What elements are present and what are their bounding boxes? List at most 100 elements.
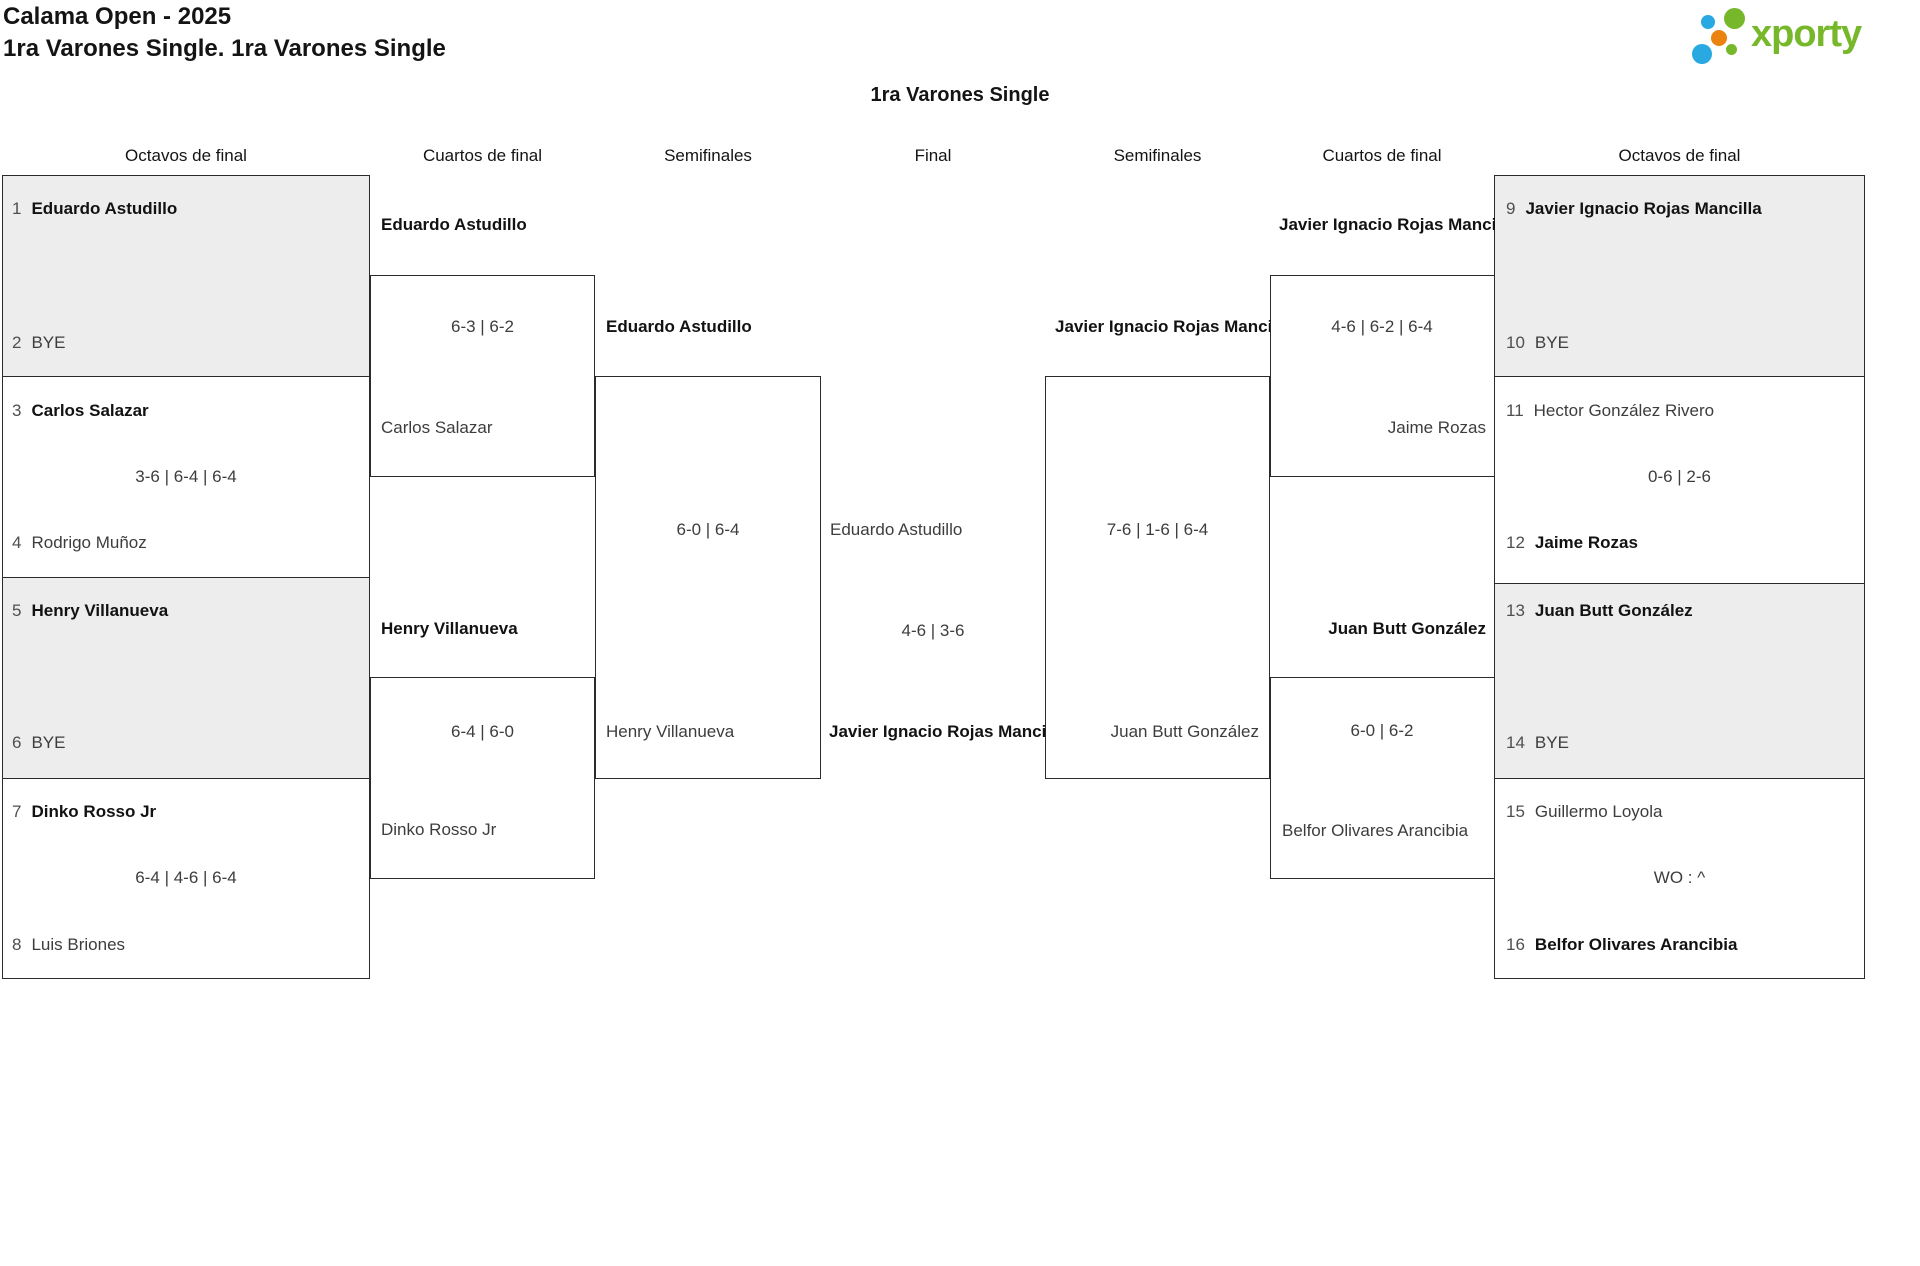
player-row: 9 Javier Ignacio Rojas Mancilla [1506, 197, 1762, 221]
player-name: Javier Ignacio Rojas Mancilla [829, 722, 1045, 741]
player-name: Javier Ignacio Rojas Mancilla [1525, 199, 1762, 218]
player-row: 14 BYE [1506, 731, 1569, 755]
match-score: 6-4 | 6-0 [450, 722, 514, 741]
logo-dot-blue-small-icon [1701, 15, 1715, 29]
player-row: 6 BYE [12, 731, 66, 755]
seed-number: 11 [1506, 401, 1524, 420]
match-box-semifinal-left [595, 376, 821, 779]
seed-number: 16 [1506, 935, 1525, 954]
xporty-logo[interactable]: xporty [1688, 4, 1916, 74]
player-name: Jaime Rozas [1387, 418, 1486, 437]
round-label-cuartos-right: Cuartos de final [1322, 146, 1442, 165]
seed-number: 13 [1506, 601, 1525, 620]
tournament-title: Calama Open - 2025 [3, 3, 232, 30]
match-box-semifinal-right [1045, 376, 1270, 779]
match-box-octavos-right-1 [1494, 175, 1865, 377]
player-name: Javier Ignacio Rojas Mancilla [1055, 317, 1270, 336]
player-row: 8 Luis Briones [12, 933, 125, 957]
match-score: 0-6 | 2-6 [1647, 467, 1711, 486]
player-name: Carlos Salazar [31, 401, 149, 420]
player-row: 10 BYE [1506, 331, 1569, 355]
round-label-semis-right: Semifinales [1113, 146, 1202, 165]
match-score: 3-6 | 6-4 | 6-4 [135, 467, 237, 486]
player-name: Dinko Rosso Jr [381, 820, 497, 839]
logo-wordmark: xporty [1751, 13, 1862, 55]
player-name: Javier Ignacio Rojas Mancilla [1279, 215, 1495, 234]
player-row: 2 BYE [12, 331, 66, 355]
seed-number: 10 [1506, 333, 1525, 352]
match-score: 4-6 | 6-2 | 6-4 [1331, 317, 1433, 336]
match-box-octavos-left-2 [2, 376, 370, 578]
round-label-semis-left: Semifinales [664, 146, 752, 165]
player-name: BYE [31, 733, 66, 752]
player-row: 11 Hector González Rivero [1506, 399, 1714, 423]
seed-number: 9 [1506, 199, 1516, 218]
category-subtitle: 1ra Varones Single. 1ra Varones Single [3, 35, 446, 62]
logo-dot-orange-icon [1711, 30, 1727, 46]
seed-number: 5 [12, 601, 22, 620]
match-box-octavos-right-2 [1494, 376, 1865, 584]
player-name: Belfor Olivares Arancibia [1282, 821, 1469, 840]
player-name: Eduardo Astudillo [606, 317, 752, 336]
player-name: Eduardo Astudillo [31, 199, 178, 218]
player-name: BYE [1534, 333, 1569, 352]
player-name: Henry Villanueva [31, 601, 169, 620]
player-name: Eduardo Astudillo [381, 215, 527, 234]
player-name: Eduardo Astudillo [830, 520, 963, 539]
match-score: 4-6 | 3-6 [901, 621, 965, 640]
match-score: 6-0 | 6-4 [676, 520, 740, 539]
match-box-octavos-right-3 [1494, 583, 1865, 779]
page-header: Calama Open - 2025 1ra Varones Single. 1… [3, 1, 446, 65]
player-row: 3 Carlos Salazar [12, 399, 149, 423]
player-name: Dinko Rosso Jr [31, 802, 157, 821]
player-row: 7 Dinko Rosso Jr [12, 800, 156, 824]
player-name: Jaime Rozas [1534, 533, 1638, 552]
player-name: Carlos Salazar [381, 418, 493, 437]
match-box-cuartos-left-1 [370, 275, 595, 477]
logo-dot-green-large-icon [1724, 8, 1745, 29]
player-name: Juan Butt González [1534, 601, 1693, 620]
player-name: BYE [1534, 733, 1569, 752]
seed-number: 12 [1506, 533, 1525, 552]
match-box-cuartos-right-1 [1270, 275, 1495, 477]
player-row: 4 Rodrigo Muñoz [12, 531, 147, 555]
match-box-octavos-left-4 [2, 778, 370, 979]
match-box-octavos-right-4 [1494, 778, 1865, 979]
player-row: 5 Henry Villanueva [12, 599, 168, 623]
player-name: Juan Butt González [1328, 619, 1486, 638]
match-box-cuartos-left-2 [370, 677, 595, 879]
match-box-cuartos-right-2 [1270, 677, 1495, 879]
logo-dot-green-small-icon [1726, 44, 1737, 55]
seed-number: 1 [12, 199, 22, 218]
match-score: 6-0 | 6-2 [1350, 721, 1414, 740]
player-name: Rodrigo Muñoz [31, 533, 147, 552]
seed-number: 15 [1506, 802, 1525, 821]
player-name: Henry Villanueva [381, 619, 518, 638]
match-score: 6-4 | 4-6 | 6-4 [135, 868, 237, 887]
round-label-cuartos-left: Cuartos de final [422, 146, 543, 165]
player-name: Juan Butt González [1110, 722, 1259, 741]
match-box-octavos-left-1 [2, 175, 370, 377]
seed-number: 4 [12, 533, 22, 552]
player-row: 1 Eduardo Astudillo [12, 197, 177, 221]
player-name: Hector González Rivero [1533, 401, 1715, 420]
player-name: BYE [31, 333, 66, 352]
seed-number: 6 [12, 733, 22, 752]
player-row: 15 Guillermo Loyola [1506, 800, 1662, 824]
seed-number: 8 [12, 935, 22, 954]
logo-dot-blue-large-icon [1692, 44, 1712, 64]
player-name: Belfor Olivares Arancibia [1534, 935, 1738, 954]
bracket-title: 1ra Varones Single [870, 84, 1050, 106]
match-score: WO : ^ [1653, 868, 1706, 887]
seed-number: 7 [12, 802, 22, 821]
seed-number: 14 [1506, 733, 1525, 752]
player-row: 12 Jaime Rozas [1506, 531, 1638, 555]
player-name: Luis Briones [31, 935, 126, 954]
round-label-octavos-right: Octavos de final [1618, 146, 1741, 165]
match-score: 6-3 | 6-2 [450, 317, 514, 336]
player-row: 13 Juan Butt González [1506, 599, 1693, 623]
match-score: 7-6 | 1-6 | 6-4 [1106, 520, 1209, 539]
round-label-final: Final [914, 146, 952, 165]
player-row: 16 Belfor Olivares Arancibia [1506, 933, 1737, 957]
